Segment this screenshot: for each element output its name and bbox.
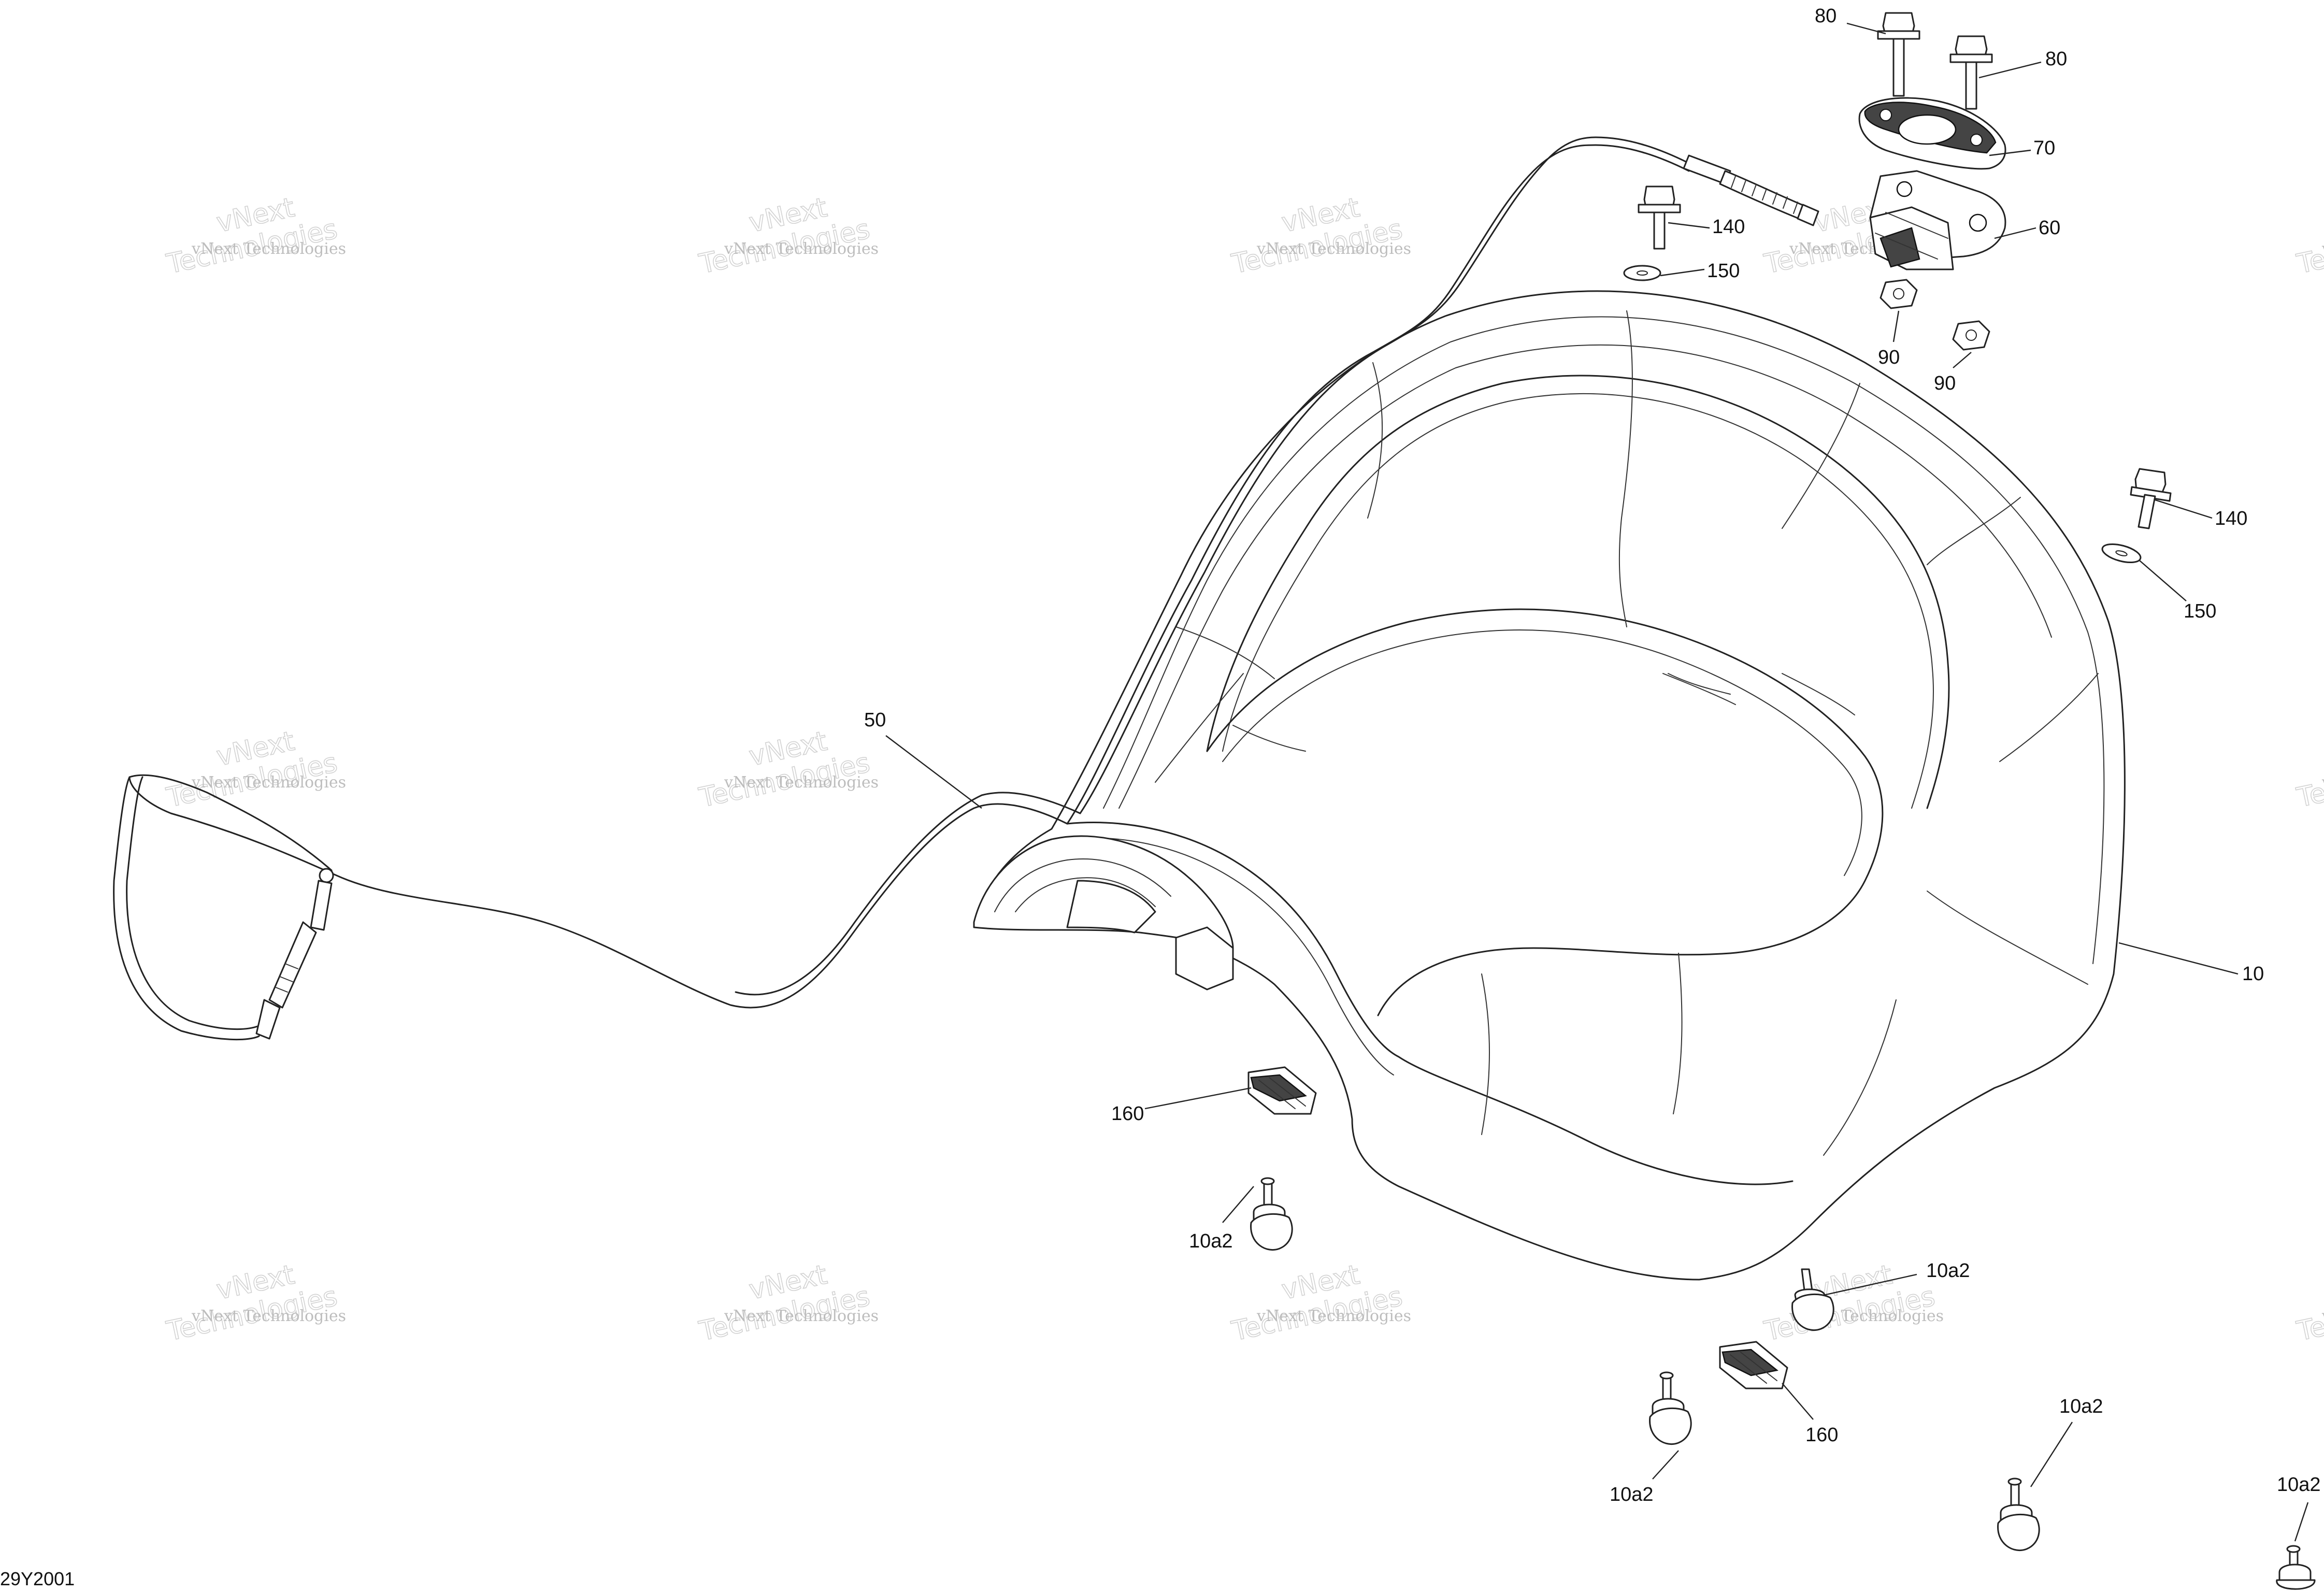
callout-90-left: 90 (1878, 347, 1900, 368)
callout-150-right: 150 (2184, 600, 2216, 622)
nut-90-left (1880, 279, 1918, 309)
leader-lines (885, 22, 2309, 1542)
callout-10a2-corner: 10a2 (2277, 1474, 2321, 1496)
watermark-small-line: vNext Technologies (191, 1307, 346, 1325)
callout-140-top: 140 (1712, 216, 1745, 238)
nut-90-right (1952, 320, 1990, 351)
bumper-10a2-bottom-right (1997, 1478, 2040, 1552)
callout-10: 10 (2242, 963, 2264, 985)
clip-160-left (1247, 1066, 1317, 1115)
watermark-small-line: vNext Technologies (2321, 240, 2324, 258)
watermark-outline-line: Technologies (2294, 747, 2324, 813)
watermark-outline-line: Technologies (2294, 213, 2324, 280)
bolt-140-top (1638, 185, 1681, 250)
latch-bracket-60 (1869, 170, 2006, 270)
bumper-10a2-bottom-left (1649, 1371, 1692, 1445)
bolt-140-right (2130, 468, 2172, 529)
watermark-small-line: vNext Technologies (191, 773, 346, 792)
release-cable-part (113, 136, 1819, 1041)
callout-60: 60 (2039, 217, 2060, 239)
watermark-small-line: vNext Technologies (191, 240, 346, 258)
callout-70: 70 (2033, 137, 2055, 159)
washer-150-top (1623, 265, 1661, 281)
callout-labels: 80 80 70 60 140 150 90 90 140 150 50 10 … (864, 5, 2321, 1505)
callout-80-left: 80 (1815, 5, 1837, 27)
callout-10a2-center: 10a2 (1926, 1260, 1970, 1282)
callout-10a2-left: 10a2 (1189, 1230, 1233, 1252)
callout-50: 50 (864, 709, 886, 731)
callout-160-left: 160 (1111, 1103, 1144, 1125)
clip-160-bottom (1719, 1341, 1788, 1389)
bolt-80-right (1949, 35, 1993, 110)
callout-160-bottom: 160 (1805, 1424, 1838, 1446)
watermark-small-line: vNext Technologies (724, 773, 879, 792)
callout-90-right: 90 (1934, 372, 1956, 394)
callout-140-right: 140 (2215, 508, 2247, 529)
callout-150-top: 150 (1707, 260, 1740, 282)
watermark-small-line: vNext Technologies (2321, 1307, 2324, 1325)
retainer-plate-70 (1858, 97, 2006, 170)
callout-80-right: 80 (2045, 48, 2067, 70)
callout-10a2-bottom-right: 10a2 (2059, 1396, 2103, 1417)
watermark-small-line: vNext Technologies (2321, 773, 2324, 792)
bolt-80-left (1877, 12, 1920, 97)
watermark-small-line: vNext Technologies (1256, 240, 1411, 258)
watermark-small-line: vNext Technologies (724, 1307, 879, 1325)
bumper-10a2-center (1791, 1268, 1834, 1331)
washer-150-right (2101, 543, 2142, 564)
bumper-10a2-corner (2276, 1545, 2316, 1590)
drawing-code: 29Y2001 (0, 1568, 75, 1589)
watermark-small-line: vNext Technologies (724, 240, 879, 258)
watermark-outline-line: Technologies (2294, 1281, 2324, 1347)
watermark-small-line: vNext Technologies (1256, 1307, 1411, 1325)
callout-10a2-bottom-left: 10a2 (1610, 1484, 1654, 1505)
bumper-10a2-left (1250, 1177, 1293, 1251)
seat-part (973, 290, 2126, 1281)
